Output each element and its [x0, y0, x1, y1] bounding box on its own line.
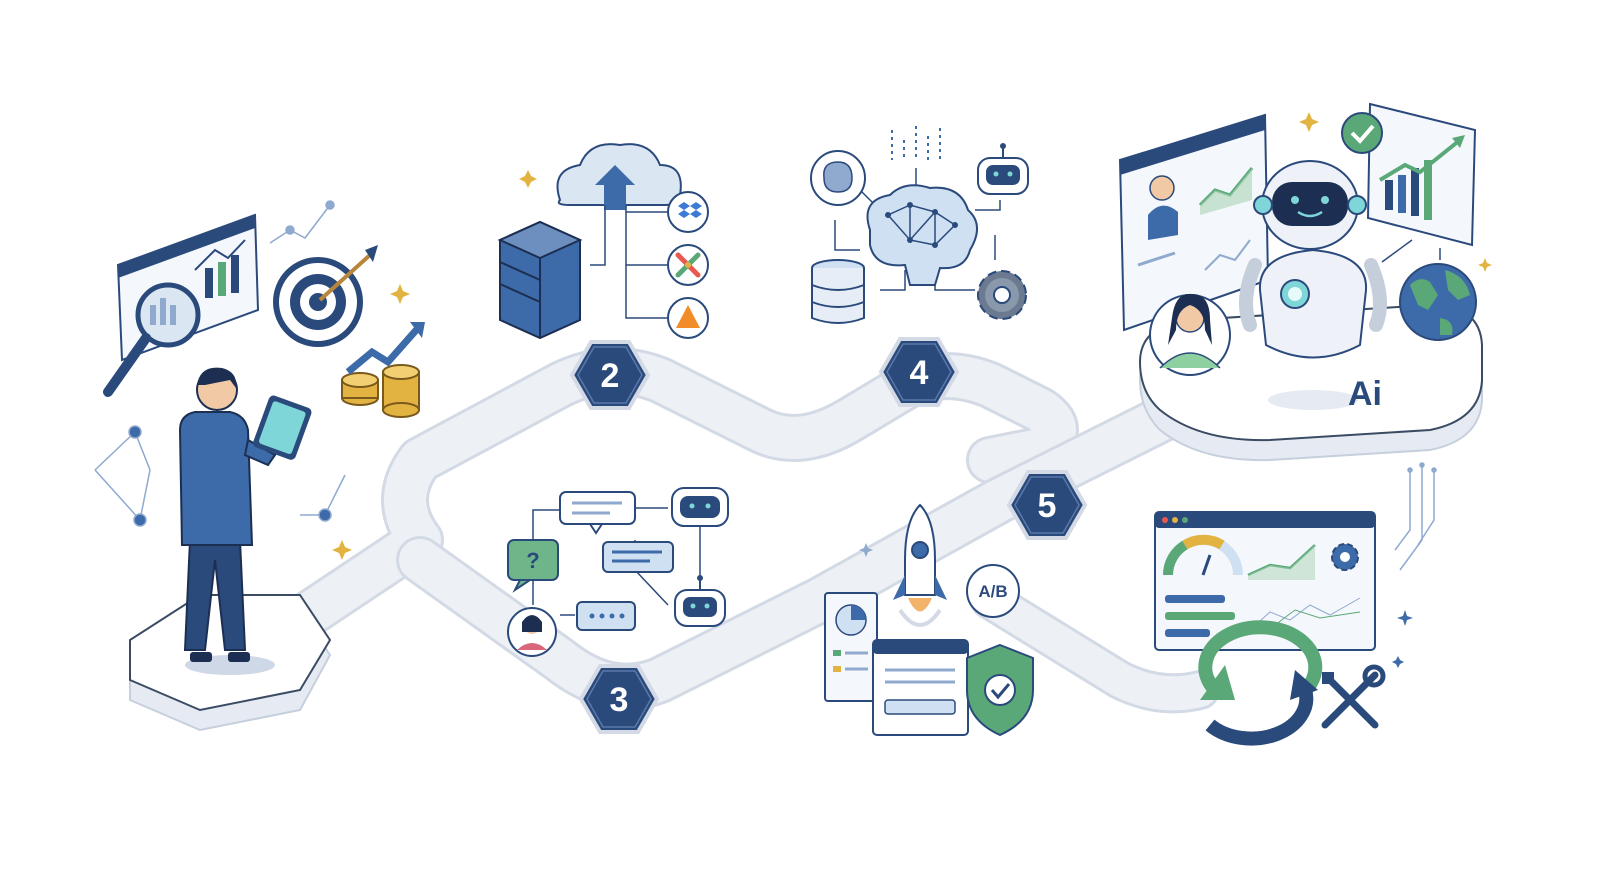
- magnifier-icon: [103, 282, 201, 397]
- rocket-icon: [893, 503, 947, 627]
- brain-chip-icon: [810, 150, 866, 206]
- step-3-conversation-design: ?: [507, 487, 729, 657]
- step-badge-5: 5: [1006, 470, 1088, 540]
- ai-logo-text: Ai: [1348, 375, 1382, 413]
- brain-network-icon: [866, 184, 978, 286]
- step-number: 2: [601, 357, 620, 395]
- vercel-icon: [667, 297, 709, 339]
- profile-window: [1118, 113, 1270, 332]
- chat-bubble-icon: [602, 541, 674, 573]
- circuit-lines: [1394, 462, 1437, 571]
- bot-icon: [671, 487, 729, 527]
- chart-window: [1366, 102, 1477, 247]
- ab-test-badge: A/B: [966, 564, 1020, 618]
- connector-lines: [590, 205, 668, 319]
- target-icon: [273, 245, 378, 347]
- cloud-upload-icon: [556, 143, 682, 210]
- connector-lines: [1381, 239, 1441, 263]
- business-person: [178, 367, 277, 675]
- shield-check-icon: [966, 643, 1034, 737]
- coins-icon: [341, 322, 425, 418]
- ai-logo: Ai: [1348, 375, 1382, 413]
- report-panel: [824, 592, 878, 702]
- chat-bubble-icon: [559, 491, 636, 535]
- ab-test-label: A/B: [978, 582, 1007, 601]
- step-number: 3: [610, 681, 629, 719]
- step-7-monitoring: [1154, 462, 1437, 746]
- step-badge-3: 3: [578, 664, 660, 734]
- app-grid-icon: [667, 244, 709, 286]
- database-icon: [811, 259, 865, 324]
- step-number: 5: [1038, 487, 1057, 525]
- sparkle-icons: [1392, 610, 1413, 668]
- chat-bubble-icon: [576, 601, 636, 631]
- bot-icon: [977, 143, 1029, 195]
- data-bars: [891, 126, 941, 160]
- server-rack-icon: [497, 220, 583, 340]
- gear-icon: [977, 270, 1027, 320]
- tablet-icon: [253, 395, 312, 460]
- bot-icon: [674, 575, 726, 627]
- step-2-data-integration: [497, 143, 709, 340]
- check-badge-icon: [1341, 112, 1383, 154]
- dashboard-icon: [1154, 511, 1376, 651]
- step-5-launch-testing: A/B: [824, 503, 1034, 737]
- network-nodes: [94, 200, 346, 527]
- gear-icon: [1331, 543, 1359, 571]
- sync-arrows-icon: [1198, 620, 1323, 746]
- web-form-window: [872, 639, 969, 736]
- sparkle-icons: [519, 170, 537, 188]
- step-badge-4: 4: [878, 337, 960, 407]
- step-number: 4: [910, 354, 929, 392]
- user-avatar-icon: [507, 607, 557, 657]
- step-4-model-training: [810, 126, 1029, 324]
- sparkle-icons: [1299, 112, 1492, 272]
- step-1-strategy: [94, 200, 425, 732]
- step-badge-2: 2: [569, 340, 651, 410]
- globe-icon: [1399, 263, 1477, 341]
- wrench-screwdriver-icon: [1321, 664, 1386, 729]
- sparkle-icons: [859, 543, 873, 557]
- question-bubble-icon: ?: [507, 539, 559, 593]
- user-avatar-icon: [1149, 293, 1231, 376]
- robot-assistant-icon: [1239, 160, 1387, 410]
- step-6-ai-assistant: Ai: [1118, 102, 1492, 462]
- sparkle-icons: [332, 284, 410, 560]
- dropbox-icon: [667, 191, 709, 233]
- question-mark: ?: [526, 548, 539, 573]
- gauge-icon: [1163, 534, 1243, 576]
